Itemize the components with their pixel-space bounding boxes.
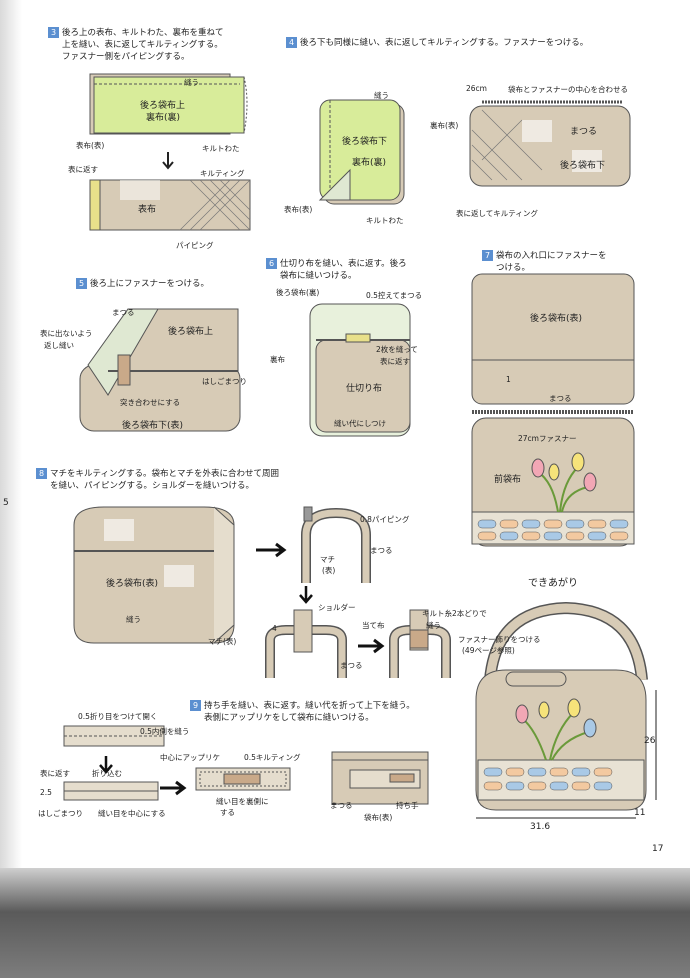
page-number: 17 xyxy=(652,844,664,854)
step-badge: 7 xyxy=(482,250,493,261)
page-fold-shadow xyxy=(0,0,22,868)
step-badge: 5 xyxy=(76,278,87,289)
step-4-panel-illustration xyxy=(318,99,405,205)
step-3-illustration xyxy=(89,73,251,231)
finished-caption: できあがり xyxy=(528,578,578,589)
arrow-down-icon xyxy=(99,756,113,774)
step-badge: 3 xyxy=(48,27,59,38)
arrow-icon xyxy=(256,542,287,558)
arrow-down-icon xyxy=(299,586,313,604)
step-7-illustration xyxy=(471,273,635,547)
step-8-bag-illustration xyxy=(73,506,235,644)
step-9-handle-attached-illustration xyxy=(331,751,429,805)
arrow-icon xyxy=(358,638,385,654)
step-badge: 6 xyxy=(266,258,277,269)
step-5-illustration xyxy=(79,308,241,432)
step-9-strip-folded-illustration xyxy=(63,781,159,801)
arrow-icon xyxy=(160,780,187,796)
step-8-gusset-illustration xyxy=(301,506,371,583)
step-9-applique-illustration xyxy=(195,767,291,791)
margin-mark: 5 xyxy=(3,498,9,508)
step-badge: 9 xyxy=(190,700,201,711)
step-8-shoulder-finished-illustration xyxy=(389,609,451,678)
step-badge: 8 xyxy=(36,468,47,479)
step-badge: 4 xyxy=(286,37,297,48)
scanner-shadow xyxy=(0,868,690,978)
step-9-strip-illustration xyxy=(63,725,165,747)
step-4-zipper-illustration xyxy=(469,100,631,187)
step-6-illustration xyxy=(309,303,411,437)
finished-bag-illustration xyxy=(475,601,657,819)
step-8-shoulder-illustration xyxy=(265,609,347,678)
